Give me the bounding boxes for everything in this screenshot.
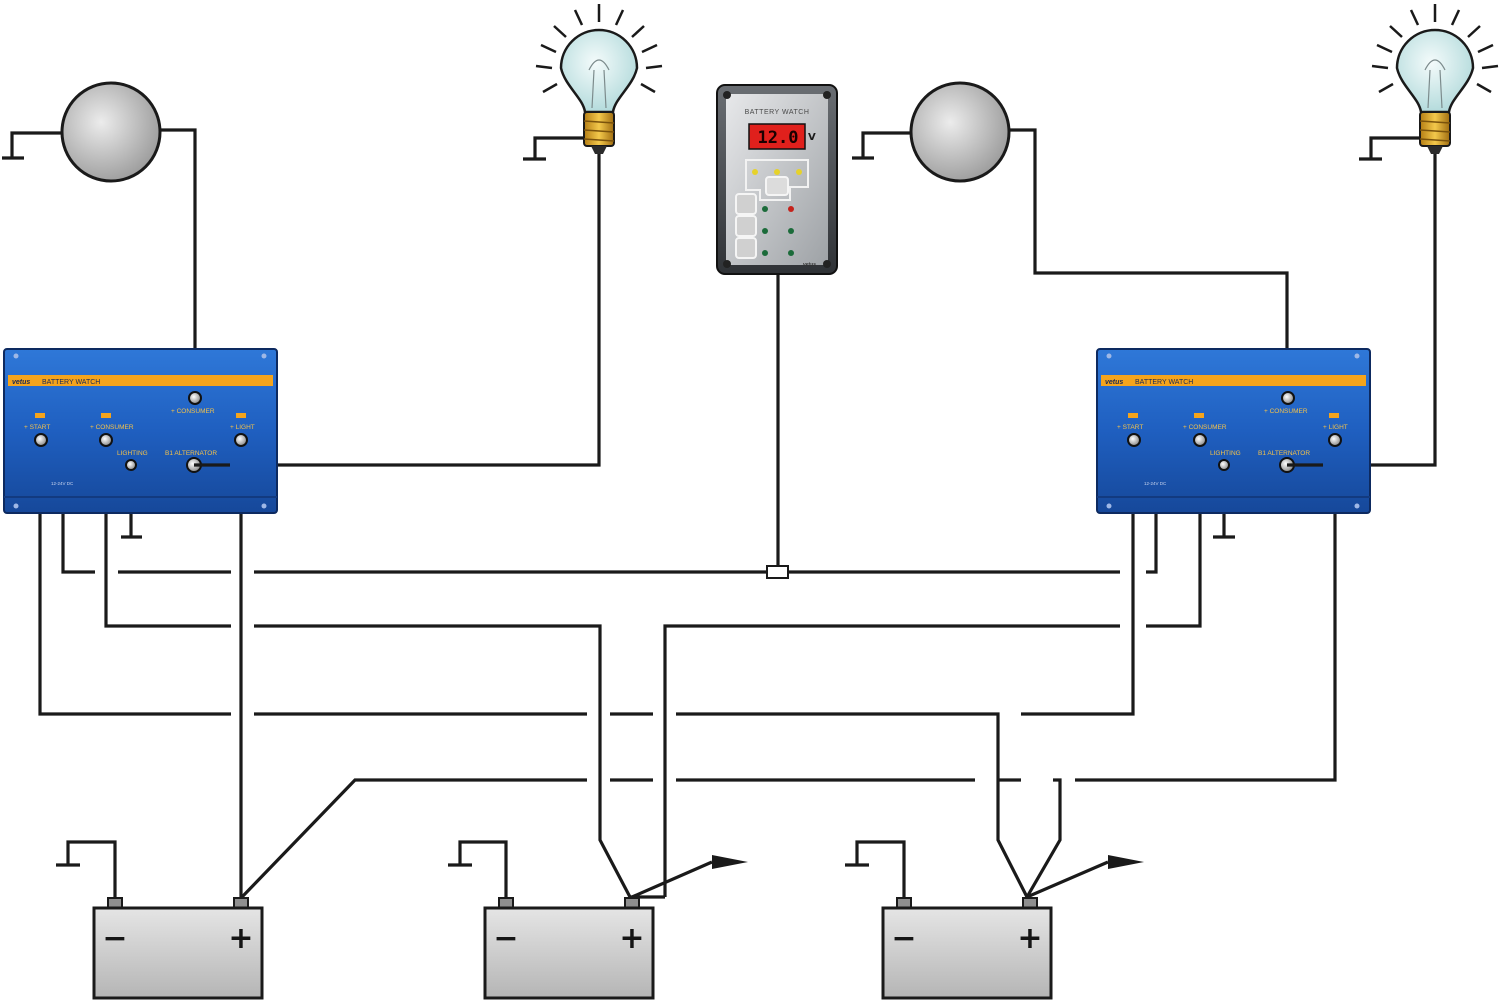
terminal-label-consumer-2: + CONSUMER <box>90 424 134 431</box>
distributor-rating: 12-24V DC <box>1144 481 1167 486</box>
wire-left-consumer-ground <box>10 131 63 158</box>
distributor-title: BATTERY WATCH <box>42 379 100 386</box>
battery-3: − + <box>881 897 1053 1000</box>
monitor-button-1[interactable] <box>735 193 757 215</box>
battery-2: − + <box>483 897 655 1000</box>
terminal-label-lighting: LIGHTING <box>117 450 148 457</box>
battery-plus-sign: + <box>619 921 644 956</box>
distributor-brand: vetus <box>1105 379 1123 386</box>
monitor-reading: 12.0 <box>758 128 799 148</box>
terminal-label-start: + START <box>1117 424 1143 431</box>
battery-minus-sign: − <box>493 921 518 956</box>
wire-left-light <box>254 150 601 467</box>
distributor-rating: 12-24V DC <box>51 481 74 486</box>
terminal-label-consumer-2: + CONSUMER <box>1183 424 1227 431</box>
wire-right-consumer-ground <box>861 131 911 158</box>
monitor-title: BATTERY WATCH <box>745 109 810 116</box>
terminal-label-lighting: LIGHTING <box>1210 450 1241 457</box>
terminal-label-consumer: + CONSUMER <box>1264 408 1308 415</box>
monitor-button-3[interactable] <box>735 237 757 259</box>
battery-minus-sign: − <box>891 921 916 956</box>
light-bulb-right <box>1371 4 1499 154</box>
terminal-label-alternator: B1 ALTERNATOR <box>1258 450 1310 457</box>
wire-right-light <box>1347 150 1437 467</box>
distributor-brand: vetus <box>12 379 30 386</box>
monitor-unit: V <box>808 132 816 143</box>
consumer-load-left <box>60 81 162 183</box>
consumer-load-right <box>909 81 1011 183</box>
battery-distributor-left: vetus BATTERY WATCH + CONSUMER + START +… <box>3 348 278 514</box>
terminal-label-alternator: B1 ALTERNATOR <box>165 450 217 457</box>
battery-plus-sign: + <box>228 921 253 956</box>
battery-distributor-right: vetus BATTERY WATCH + CONSUMER + START +… <box>1096 348 1371 514</box>
terminal-label-consumer: + CONSUMER <box>171 408 215 415</box>
battery-plus-sign: + <box>1017 921 1042 956</box>
distributor-title: BATTERY WATCH <box>1135 379 1193 386</box>
light-bulb-left <box>535 4 663 154</box>
battery-watch-monitor: BATTERY WATCH 12.0 V vetus <box>716 84 838 275</box>
wire-right-consumer <box>1010 128 1289 398</box>
terminal-label-light: + LIGHT <box>1323 424 1348 431</box>
wire-left-light-ground <box>533 136 583 159</box>
monitor-brand: vetus <box>803 262 816 268</box>
wiring <box>2 128 1437 899</box>
monitor-connector <box>766 565 789 579</box>
monitor-button-2[interactable] <box>735 215 757 237</box>
wire-left-consumer <box>160 128 197 398</box>
terminal-label-light: + LIGHT <box>230 424 255 431</box>
monitor-lcd <box>748 123 806 150</box>
terminal-label-start: + START <box>24 424 50 431</box>
wire-right-light-ground <box>1369 136 1419 159</box>
battery-minus-sign: − <box>102 921 127 956</box>
battery-1: − + <box>92 897 264 1000</box>
monitor-button-center[interactable] <box>765 176 789 196</box>
